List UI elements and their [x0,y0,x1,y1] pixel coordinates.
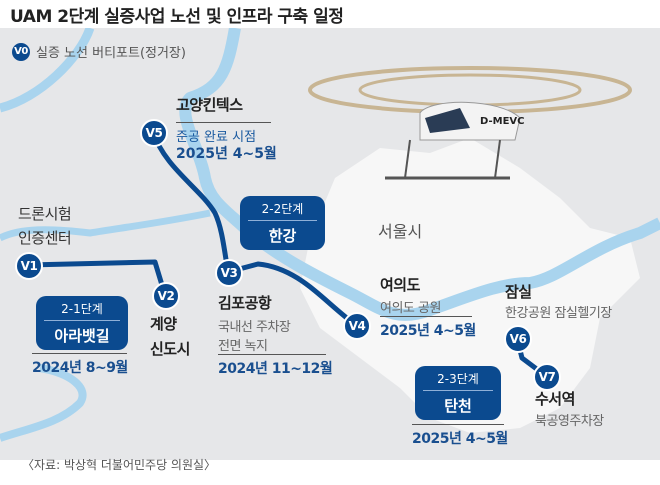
v7-detail: 북공영주차장 [535,414,604,429]
legend-label: 실증 노선 버티포트(정거장) [36,46,186,61]
vertiport-v6[interactable]: V6 [504,325,532,353]
v3-detail: 국내선 주차장 [218,320,291,335]
v1-name-line: 드론시험 [18,205,72,223]
river-west [0,364,87,442]
v6-detail: 한강공원 잠실헬기장 [505,306,612,321]
v7-name: 수서역 [535,390,575,408]
route-name: 아라뱃길 [54,327,110,345]
aircraft-illustration: D-MEVC [308,66,632,180]
ara-waterway [0,209,211,242]
legend-marker: V0 [12,42,30,61]
v4-date: 2025년 4~5월 [380,316,476,340]
vertiport-v3[interactable]: V3 [215,259,243,287]
han-river [179,28,660,321]
route-name: 탄천 [444,397,472,415]
v3-detail: 전면 녹지 [218,339,268,354]
v5-date: 2025년 4~5월 [176,146,277,162]
source-note: 〈자료: 박상혁 더불어민주당 의원실〉 [22,458,217,472]
vertiport-v7[interactable]: V7 [533,363,561,391]
v5-detail: 준공 완료 시점 [176,122,271,145]
stage-label: 2-3단계 [423,366,493,391]
v1-label: 드론시험 인증센터 [18,202,72,250]
stage-label: 2-1단계 [44,296,120,321]
v4-detail: 여의도 공원 [380,301,441,316]
vertiport-v5[interactable]: V5 [140,119,168,147]
v3-date: 2024년 11~12월 [218,354,333,378]
map: D-MEVC [0,28,660,460]
stage-label: 2-2단계 [248,196,317,221]
v2-label: 계양 신도시 [150,312,190,362]
v5-name: 고양킨텍스 [176,96,243,114]
v2-name-line: 계양 [150,315,177,333]
city-label: 서울시 [378,222,423,241]
stage-2-3-badge: 2-3단계 탄천 [415,366,501,420]
v4-name: 여의도 [380,276,420,294]
vertiport-v2[interactable]: V2 [152,282,180,310]
river-branch [0,28,95,113]
stage-2-1-date: 2024년 8~9월 [32,353,128,377]
v6-name: 잠실 [505,283,532,301]
aircraft-registration: D-MEVC [480,116,525,127]
v2-name-line: 신도시 [150,340,190,358]
legend: V0 실증 노선 버티포트(정거장) [12,42,186,61]
v1-name-line: 인증센터 [18,229,72,247]
v3-name: 김포공항 [218,294,272,312]
stage-2-3-date: 2025년 4~5월 [412,424,508,448]
stage-2-2-badge: 2-2단계 한강 [240,196,325,250]
route-name: 한강 [268,227,297,245]
vertiport-v1[interactable]: V1 [15,252,43,280]
stage-2-1-badge: 2-1단계 아라뱃길 [36,296,128,350]
seoul-area [300,138,640,433]
page-title: UAM 2단계 실증사업 노선 및 인프라 구축 일정 [10,7,344,27]
vertiport-v4[interactable]: V4 [343,312,371,340]
